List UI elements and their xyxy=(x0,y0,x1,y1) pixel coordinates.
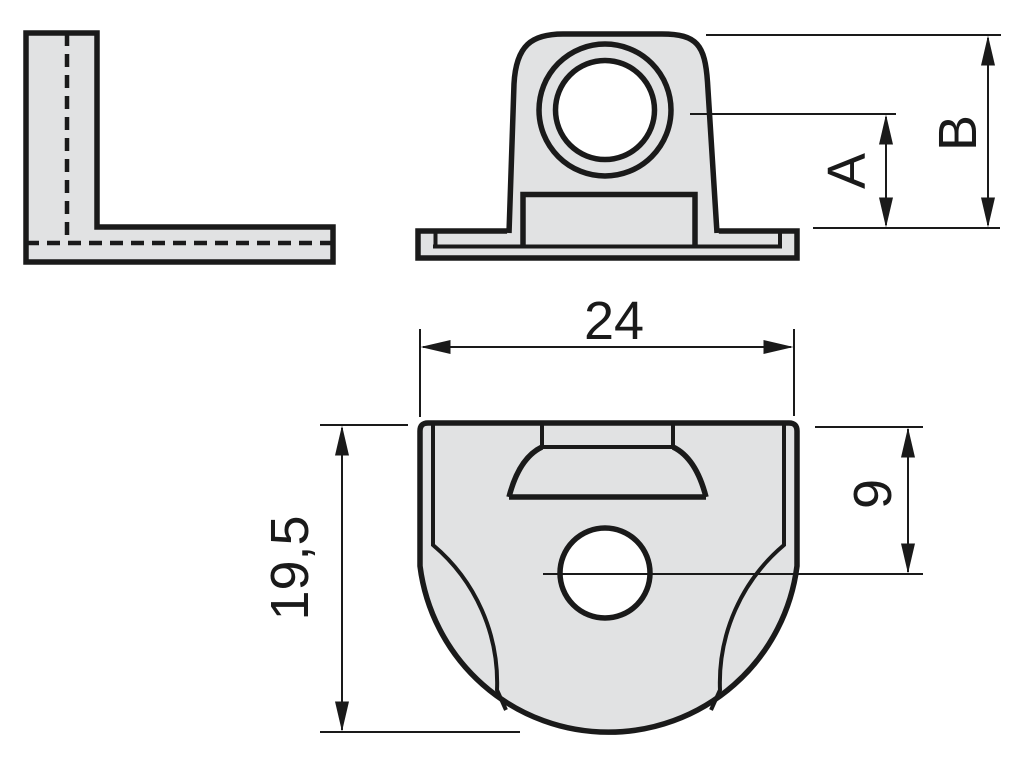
dim-hole-label: 9 xyxy=(843,479,903,509)
plan-view-inner-edge-right xyxy=(709,425,786,711)
front-view-dimensions: A B xyxy=(690,34,1001,229)
dim-depth-arrow-up xyxy=(335,425,349,456)
dim-b-label: B xyxy=(928,115,988,151)
dim-a-arrow-up xyxy=(879,114,893,145)
front-view-eye-outer-circle xyxy=(536,41,674,179)
dim-a-label: A xyxy=(817,153,877,189)
dim-width-label: 24 xyxy=(584,291,644,351)
front-view-eye-hole xyxy=(552,57,658,163)
front-view-boss-outline xyxy=(520,191,698,248)
dim-b-arrow-up xyxy=(981,35,995,66)
front-view-base-outline xyxy=(415,228,800,261)
dim-hole-arrow-up xyxy=(901,427,915,458)
plan-view-inner-edge-left xyxy=(431,425,508,711)
dim-width-arrow-left xyxy=(420,340,451,354)
plan-view-dimensions: 24 19,5 9 xyxy=(260,291,923,733)
dim-depth-arrow-down xyxy=(335,701,349,732)
plan-view-hump-side-left xyxy=(506,444,544,498)
dim-b-arrow-down xyxy=(981,197,995,228)
front-view-body-outline xyxy=(506,31,720,234)
dim-depth-label: 19,5 xyxy=(260,515,320,620)
dim-width-arrow-right xyxy=(763,340,794,354)
front-view xyxy=(415,31,800,261)
side-view xyxy=(23,30,336,265)
plan-view-hump-side-right xyxy=(671,444,709,498)
side-view-outline xyxy=(23,30,336,265)
dim-a-arrow-down xyxy=(879,197,893,228)
plan-view xyxy=(417,420,800,735)
dim-hole-arrow-down xyxy=(901,543,915,574)
